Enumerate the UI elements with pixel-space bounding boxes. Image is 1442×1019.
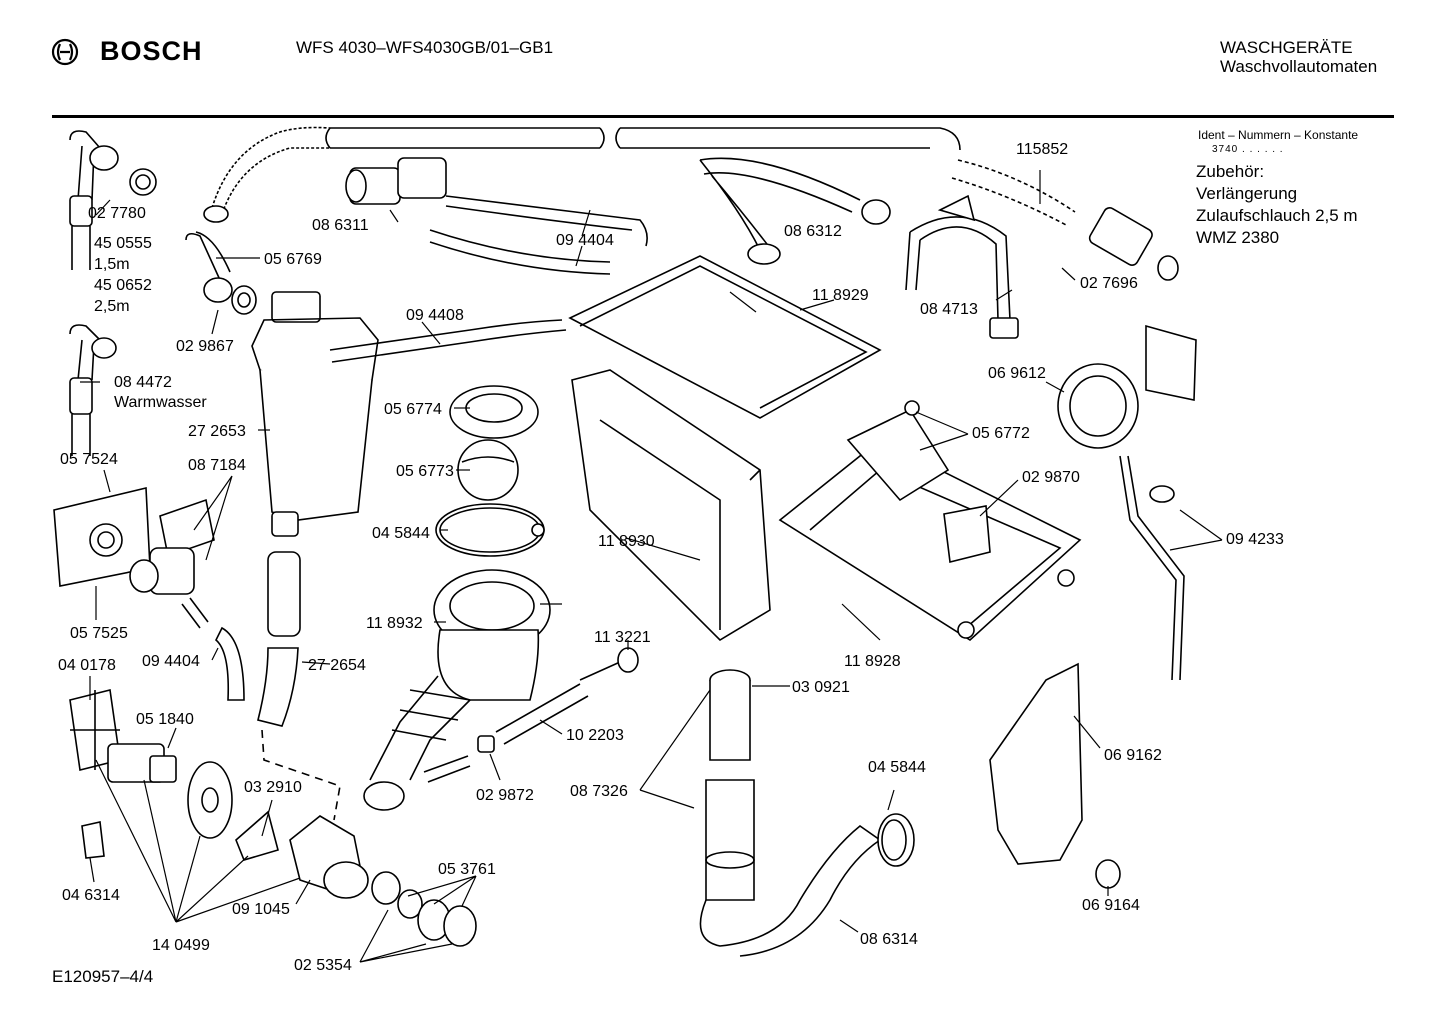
part-label: 08 7326 (570, 783, 628, 800)
part-label: 02 9867 (176, 338, 234, 355)
part-label: 06 9164 (1082, 897, 1140, 914)
part-label: 02 9872 (476, 787, 534, 804)
part-label: 05 3761 (438, 861, 496, 878)
pump-drawing (69, 689, 477, 947)
part-label: 11 8932 (366, 615, 423, 632)
part-label: 05 6774 (384, 401, 442, 418)
part-label: 05 7524 (60, 451, 118, 468)
part-label: 03 0921 (792, 679, 850, 696)
part-label: 05 7525 (70, 625, 128, 642)
dispenser-housing-drawing (568, 255, 1082, 642)
category-subtitle: Waschvollautomaten (1220, 57, 1378, 76)
part-label: 08 4472 (114, 374, 172, 391)
part-label: 05 6772 (972, 425, 1030, 442)
part-label: 11 8929 (812, 287, 869, 304)
part-label: 02 5354 (294, 957, 352, 974)
dispenser-drawing (251, 291, 567, 537)
drain-pipe-drawing (699, 669, 915, 957)
bosch-logo: BOSCH (50, 36, 203, 67)
model-number: WFS 4030–WFS4030GB/01–GB1 (296, 38, 554, 57)
part-label: 14 0499 (152, 937, 210, 954)
part-labels: 02 7780 45 0555 1,5m 45 0652 2,5m 05 676… (58, 141, 1284, 974)
part-label: 08 4713 (920, 301, 978, 318)
part-label: 06 9162 (1104, 747, 1162, 764)
part-label: 08 6314 (860, 931, 918, 948)
part-label: Warmwasser (114, 394, 207, 411)
part-label: 08 6312 (784, 223, 842, 240)
part-label: 05 6773 (396, 463, 454, 480)
accessory-line: Zulaufschlauch 2,5 m (1196, 206, 1358, 225)
valve-assembly-drawing (345, 157, 648, 275)
part-label: 05 6769 (264, 251, 322, 268)
part-label: 02 7780 (88, 205, 146, 222)
water-valve-drawing (53, 486, 215, 629)
part-drawings (53, 126, 1197, 957)
category-title: WASCHGERÄTE (1220, 38, 1353, 57)
part-label: 09 4408 (406, 307, 464, 324)
inlet-hose-drawing (203, 126, 1076, 227)
part-label: 115852 (1016, 141, 1068, 158)
part-label: 09 4404 (142, 653, 200, 670)
part-label: 02 9870 (1022, 469, 1080, 486)
part-label: 45 0555 (94, 235, 152, 252)
part-label: 04 5844 (868, 759, 926, 776)
part-label: 27 2653 (188, 423, 246, 440)
part-label: 45 0652 (94, 277, 152, 294)
part-label: 27 2654 (308, 657, 366, 674)
brand-name: BOSCH (100, 36, 203, 66)
part-label: 06 9612 (988, 365, 1046, 382)
accessory-line: Verlängerung (1196, 184, 1298, 203)
ident-title: Ident – Nummern – Konstante (1198, 128, 1359, 142)
elbow-and-seals-drawing (185, 231, 257, 315)
leader-lines (80, 170, 1223, 963)
part-label: 09 1045 (232, 901, 290, 918)
part-label: 04 0178 (58, 657, 116, 674)
part-label: 11 3221 (594, 629, 651, 646)
accessory-line: Zubehör: (1196, 162, 1265, 181)
part-label: 10 2203 (566, 727, 624, 744)
part-label: 11 8928 (844, 653, 901, 670)
part-label: 04 6314 (62, 887, 120, 904)
part-label: 02 7696 (1080, 275, 1138, 292)
bosch-armature-icon (51, 38, 79, 65)
ident-constant: 3740 . . . . . . (1212, 144, 1284, 155)
part-label: 05 1840 (136, 711, 194, 728)
part-label: 03 2910 (244, 779, 302, 796)
part-label: 2,5m (94, 298, 130, 315)
part-label: 11 8930 (598, 533, 655, 550)
part-label: 04 5844 (372, 525, 430, 542)
part-label: 09 4233 (1226, 531, 1284, 548)
connection-hose-drawing (215, 551, 341, 821)
accessory-line: WMZ 2380 (1196, 228, 1280, 247)
part-label: 1,5m (94, 256, 130, 273)
header-divider (52, 115, 1394, 118)
drain-hose-drawing (69, 130, 157, 456)
part-label: 09 4404 (556, 232, 614, 249)
right-side-parts-drawing (699, 157, 1197, 889)
part-label: 08 7184 (188, 457, 246, 474)
part-label: 08 6311 (312, 217, 369, 234)
drawing-id: E120957–4/4 (52, 967, 154, 986)
